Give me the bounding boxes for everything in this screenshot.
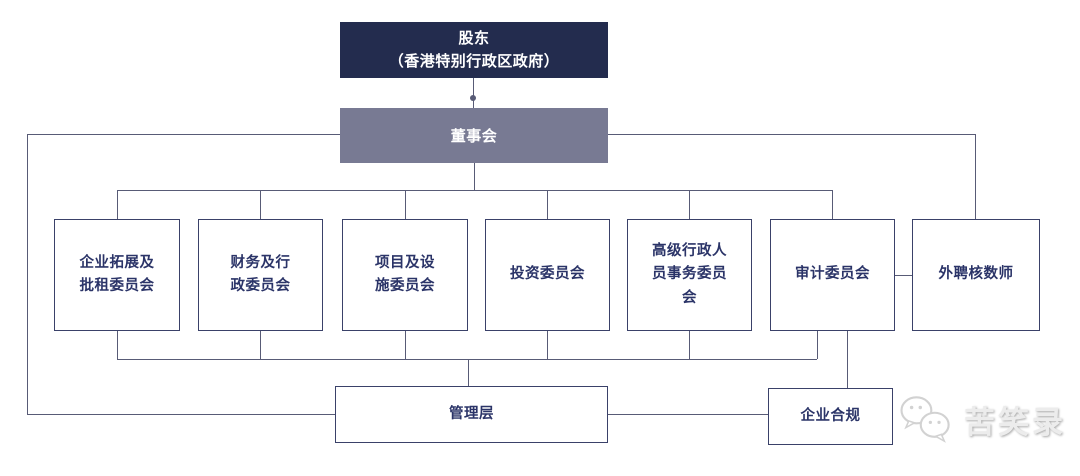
connector-top-drop-2: [260, 190, 261, 219]
connector-right-to-auditor: [975, 134, 976, 219]
connector-audit-auditor: [895, 275, 912, 276]
connector-endpoint-dot: [470, 95, 476, 101]
watermark-text: 苦笑录: [964, 404, 1066, 440]
node-compliance: 企业合规: [768, 388, 893, 445]
connector-bottom-stub-2: [260, 331, 261, 359]
chat-bubbles-icon: [900, 396, 950, 443]
connector-top-drop-4: [547, 190, 548, 219]
connector-bottom-stub-3: [405, 331, 406, 359]
connector-board-drop: [474, 163, 475, 190]
connector-board-left-horizontal: [27, 134, 340, 135]
connector-top-drop-5: [689, 190, 690, 219]
connector-management-compliance: [608, 414, 768, 415]
connector-audit-compliance: [847, 331, 848, 388]
node-external-auditor: 外聘核数师: [912, 219, 1040, 331]
connector-shareholder-board: [473, 78, 474, 108]
node-committee-investment: 投资委员会: [485, 219, 610, 331]
connector-bottom-stub-1: [117, 331, 118, 359]
node-committee-corporate-expansion: 企业拓展及 批租委员会: [54, 219, 180, 331]
connector-left-to-management: [27, 414, 335, 415]
node-committee-audit: 审计委员会: [770, 219, 895, 331]
node-shareholder: 股东 （香港特别行政区政府）: [340, 22, 608, 78]
connector-top-drop-1: [117, 190, 118, 219]
connector-left-vertical: [27, 134, 28, 415]
connector-board-right-horizontal: [608, 134, 975, 135]
connector-bottom-bus: [117, 359, 817, 360]
connector-bottom-stub-5: [689, 331, 690, 359]
node-committee-finance-admin: 财务及行 政委员会: [198, 219, 323, 331]
connector-top-drop-3: [405, 190, 406, 219]
connector-top-bus: [117, 190, 833, 191]
node-management: 管理层: [335, 386, 608, 443]
watermark: 苦笑录: [898, 394, 1066, 444]
connector-top-drop-6: [832, 190, 833, 219]
node-committee-project-facilities: 项目及设 施委员会: [342, 219, 468, 331]
connector-bottom-stub-4: [547, 331, 548, 359]
node-board: 董事会: [340, 108, 608, 163]
connector-management-drop: [468, 359, 469, 386]
node-committee-senior-executive: 高级行政人 员事务委员 会: [627, 219, 752, 331]
connector-bottom-stub-6: [817, 331, 818, 359]
